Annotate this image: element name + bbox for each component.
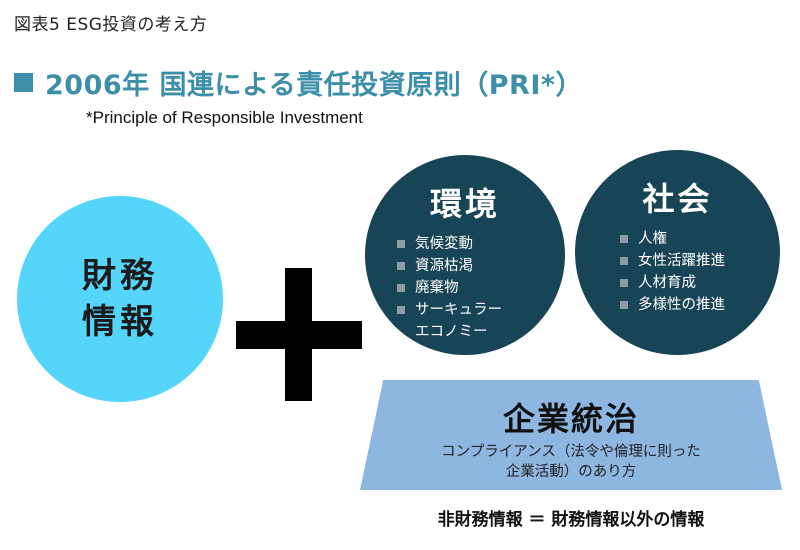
- square-bullet-icon: [620, 257, 628, 265]
- environment-title: 環境: [429, 185, 500, 223]
- list-item: 人材育成: [620, 272, 725, 294]
- financial-info-circle: 財務 情報: [17, 196, 223, 402]
- list-item: 女性活躍推進: [620, 250, 725, 272]
- list-item: 多様性の推進: [620, 294, 725, 316]
- list-item: 人権: [620, 228, 725, 250]
- square-bullet-icon: [397, 306, 405, 314]
- title-row: 2006年 国連による責任投資原則（PRI*）: [14, 62, 583, 102]
- page-title: 2006年 国連による責任投資原則（PRI*）: [45, 69, 583, 101]
- square-bullet-icon: [397, 284, 405, 292]
- square-bullet-icon: [620, 235, 628, 243]
- governance-desc-line2: 企業活動）のあり方: [505, 464, 637, 480]
- list-item-continuation: エコノミー: [415, 324, 488, 340]
- square-bullet-icon: [14, 72, 33, 92]
- society-circle: 社会 人権 女性活躍推進 人材育成 多様性の推進: [575, 150, 780, 355]
- society-title: 社会: [642, 180, 713, 218]
- society-list: 人権 女性活躍推進 人材育成 多様性の推進: [620, 228, 725, 316]
- governance-description: コンプライアンス（法令や倫理に則った 企業活動）のあり方: [360, 442, 782, 482]
- governance-desc-line1: コンプライアンス（法令や倫理に則った: [441, 444, 701, 460]
- list-item: サーキュラー: [397, 299, 502, 321]
- financial-label-line2: 情報: [82, 302, 158, 342]
- financial-label-line1: 財務: [82, 256, 158, 296]
- list-item: 資源枯渇: [397, 255, 502, 277]
- governance-trapezoid: [360, 380, 782, 490]
- figure-label: 図表5 ESG投資の考え方: [14, 15, 208, 35]
- list-item: 廃棄物: [397, 277, 502, 299]
- square-bullet-icon: [620, 301, 628, 309]
- governance-title: 企業統治: [502, 400, 639, 438]
- plus-icon-horizontal: [236, 321, 362, 349]
- square-bullet-icon: [620, 279, 628, 287]
- list-item: 気候変動: [397, 233, 502, 255]
- environment-list: 気候変動 資源枯渇 廃棄物 サーキュラー エコノミー: [397, 233, 502, 343]
- square-bullet-icon: [397, 262, 405, 270]
- environment-circle: 環境 気候変動 資源枯渇 廃棄物 サーキュラー エコノミー: [365, 155, 565, 355]
- square-bullet-icon: [397, 240, 405, 248]
- non-financial-note: 非財務情報 ＝ 財務情報以外の情報: [437, 510, 705, 530]
- subtitle: *Principle of Responsible Investment: [86, 108, 363, 127]
